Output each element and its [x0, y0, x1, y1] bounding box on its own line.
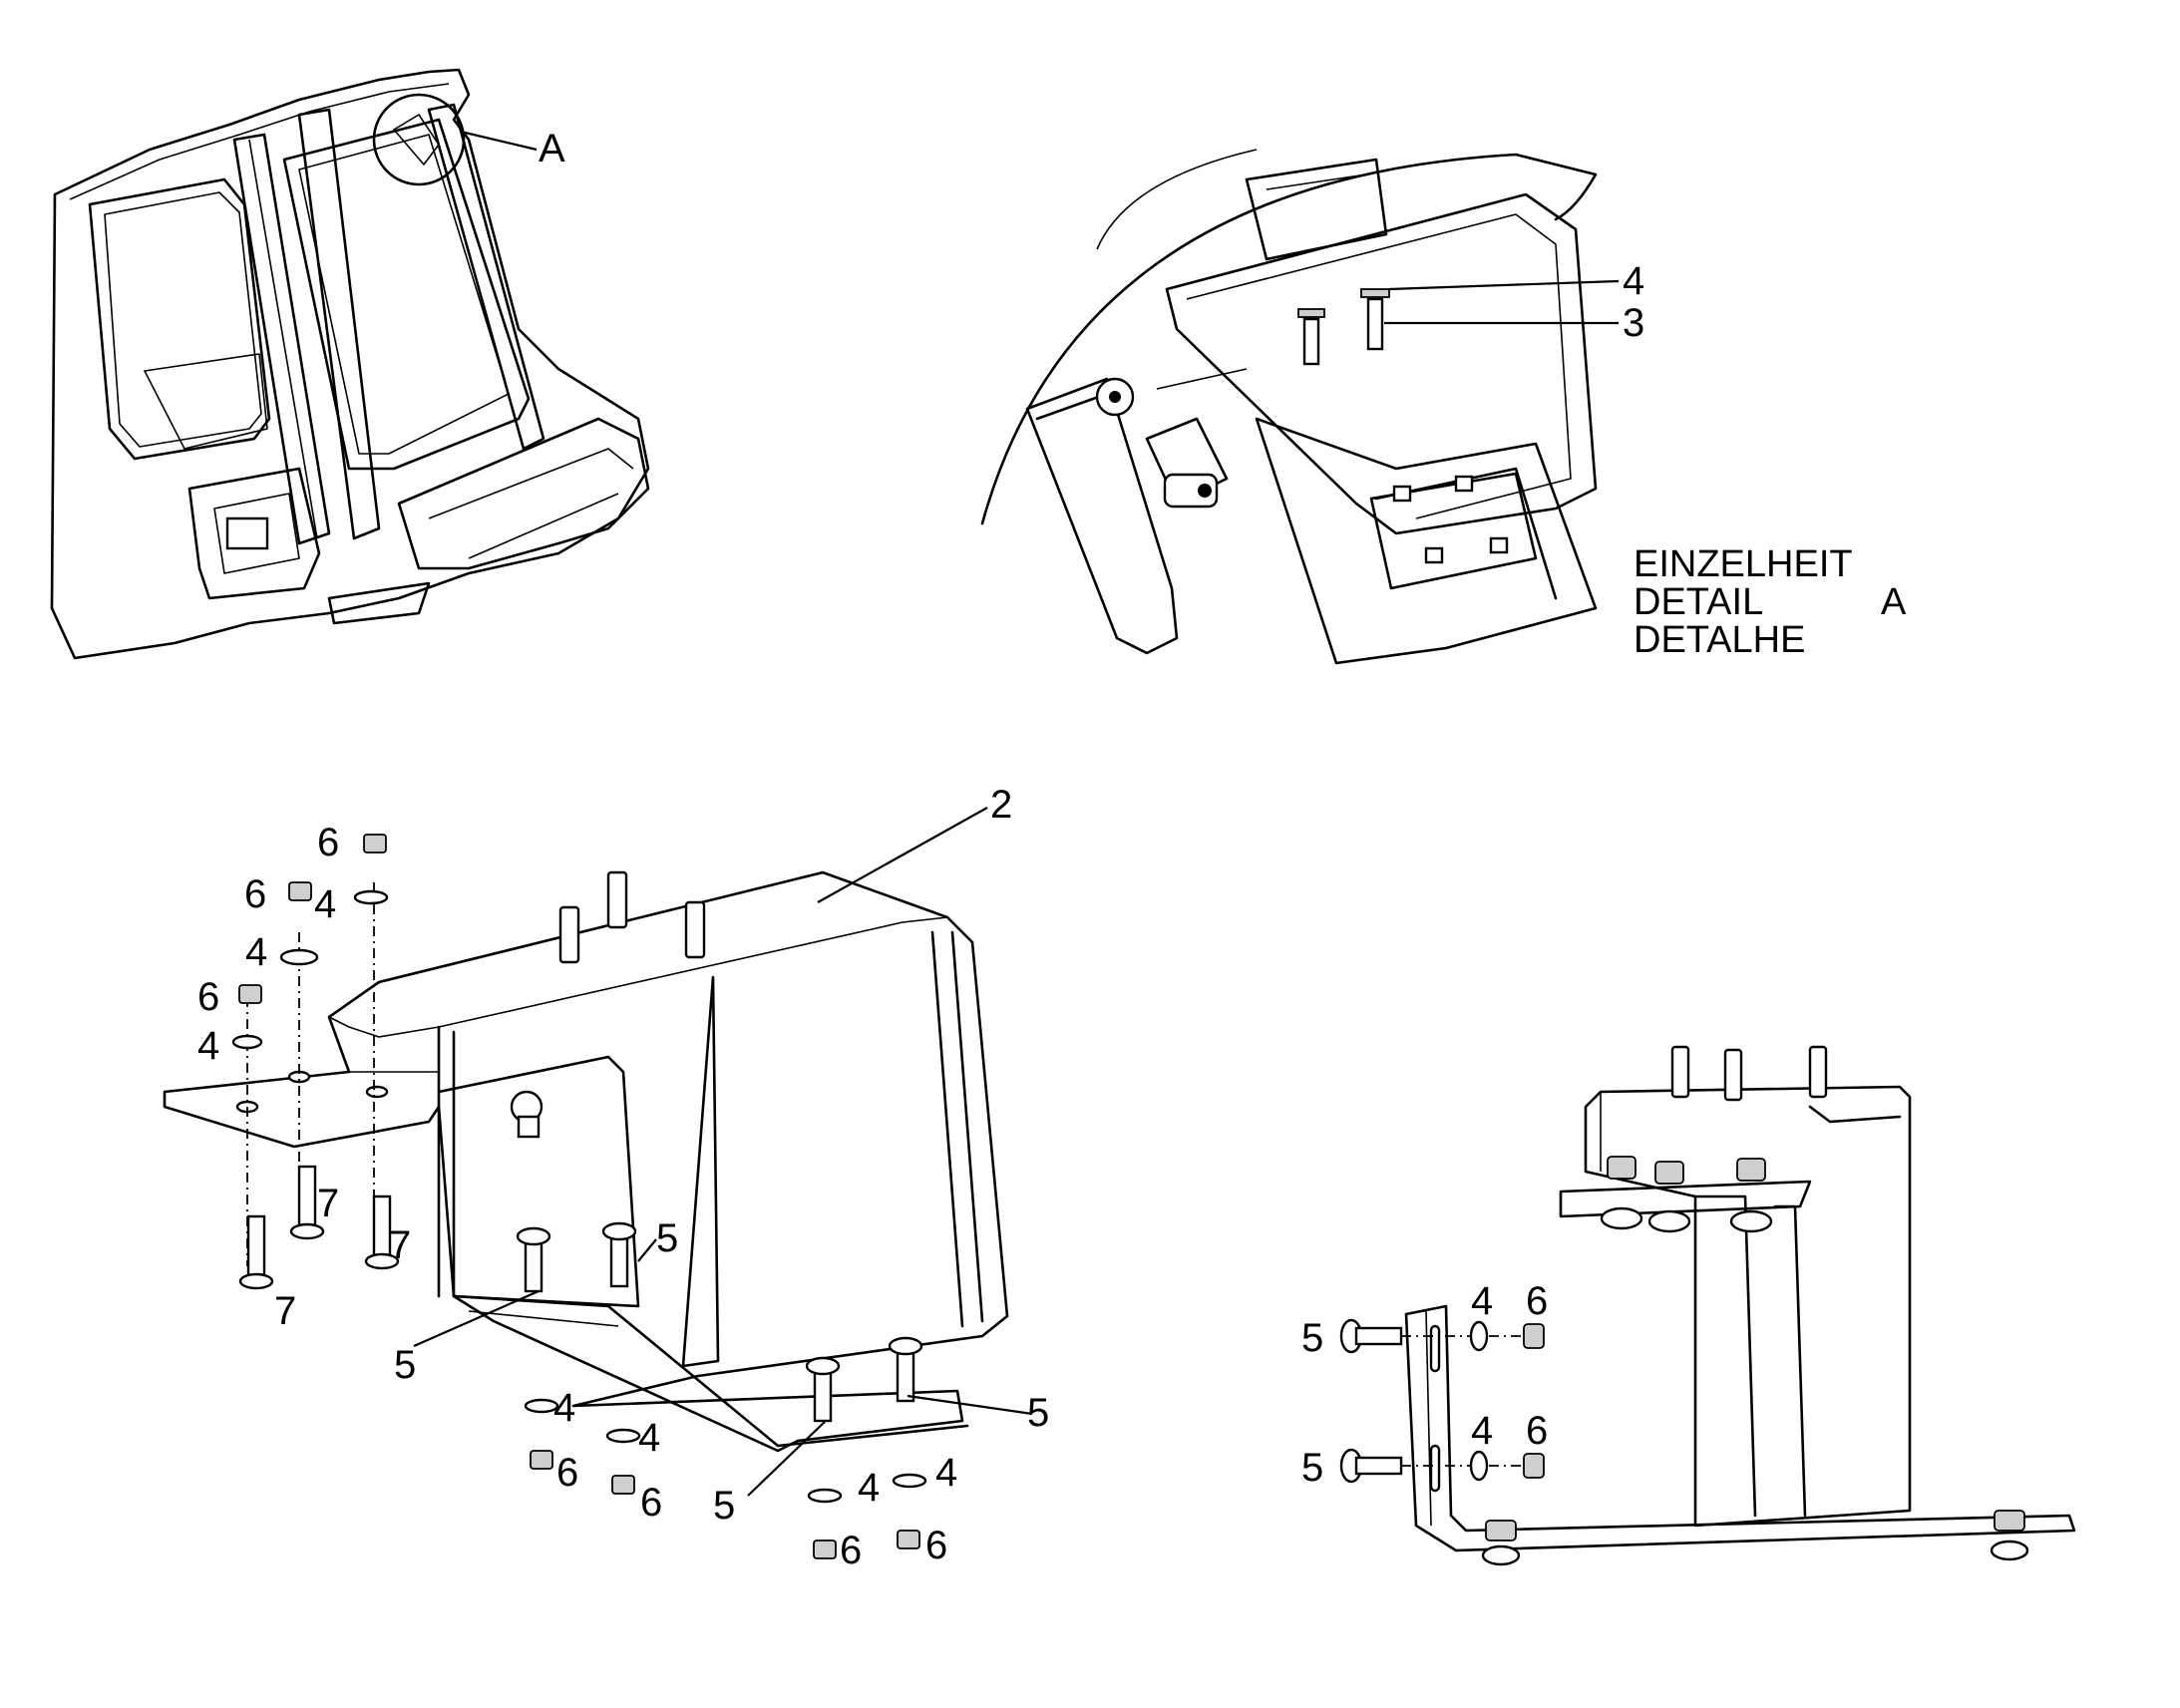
callout-6-a: 6 [317, 821, 339, 864]
callout-6-i: 6 [1526, 1409, 1548, 1453]
callout-2: 2 [990, 783, 1012, 827]
callout-5-c: 5 [1027, 1391, 1049, 1435]
callout-4-i: 4 [1471, 1409, 1493, 1453]
detail-nuts [1392, 475, 1509, 564]
callout-4-a: 4 [314, 882, 336, 926]
callout-5-f: 5 [1301, 1446, 1323, 1490]
assembled-side-hardware [1339, 1318, 1545, 1484]
callout-5-b: 5 [394, 1343, 416, 1387]
callout-6-h: 6 [1526, 1279, 1548, 1323]
flange-nuts [231, 834, 389, 1050]
callout-7-c: 7 [274, 1289, 296, 1333]
caption-detail-letter: A [1881, 581, 1907, 623]
callout-detail-a: A [539, 127, 565, 171]
callout-5-a: 5 [656, 1216, 678, 1260]
bracket-exploded-view: 2 6 6 4 4 6 4 7 7 7 5 5 5 5 4 4 4 4 6 6 … [163, 783, 1049, 1572]
callout-4-h: 4 [1471, 1279, 1493, 1323]
callout-6-b: 6 [244, 872, 266, 916]
callout-5-e: 5 [1301, 1316, 1323, 1360]
assembled-top-pins [1670, 1045, 1828, 1102]
callout-6-g: 6 [925, 1524, 947, 1567]
plate-bolts [516, 1221, 927, 1559]
top-pins [558, 870, 706, 964]
callout-6-d: 6 [556, 1451, 578, 1495]
callout-4-g: 4 [935, 1451, 957, 1495]
flange-screws [238, 1165, 400, 1290]
callout-4-d: 4 [553, 1386, 575, 1430]
caption-detalhe: DETALHE [1634, 619, 1805, 661]
callout-7-b: 7 [389, 1223, 411, 1267]
detail-bolts [1297, 288, 1390, 366]
callout-3-detail: 3 [1623, 301, 1644, 345]
callout-4-detail: 4 [1623, 259, 1644, 303]
callout-4-e: 4 [638, 1416, 660, 1460]
callout-4-c: 4 [197, 1024, 219, 1068]
callout-4-b: 4 [245, 930, 267, 974]
callout-6-c: 6 [197, 975, 219, 1019]
detail-a-view: 4 3 EINZELHEIT DETAIL DETALHE A [980, 149, 1907, 665]
bracket-assembled-view: 5 4 6 5 4 6 [1301, 1045, 2076, 1566]
assembled-base-bolts [1481, 1510, 2029, 1566]
cab-overview: A [50, 68, 650, 660]
caption-detail: DETAIL [1634, 581, 1763, 623]
callout-5-d: 5 [713, 1484, 735, 1528]
callout-6-f: 6 [840, 1529, 862, 1572]
callout-6-e: 6 [640, 1481, 662, 1525]
assembled-flange-hardware [1600, 1156, 1773, 1233]
callout-4-f: 4 [858, 1466, 880, 1510]
caption-einzelheit: EINZELHEIT [1634, 543, 1853, 585]
callout-7-a: 7 [317, 1182, 339, 1225]
